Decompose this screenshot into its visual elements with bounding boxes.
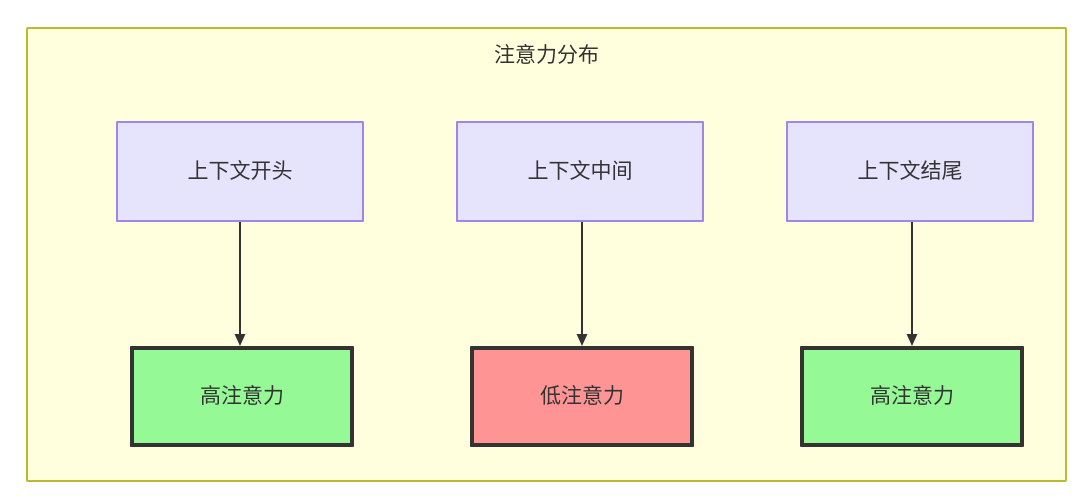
arrow-context-start-to-high-attention <box>234 222 246 346</box>
node-context-middle[interactable]: 上下文中间 <box>456 121 704 222</box>
subgraph-title: 注意力分布 <box>494 44 599 67</box>
node-context-middle-label: 上下文中间 <box>527 159 633 183</box>
node-context-end[interactable]: 上下文结尾 <box>786 121 1034 222</box>
node-context-end-label: 上下文结尾 <box>857 159 963 183</box>
node-high-attention-end[interactable]: 高注意力 <box>800 346 1024 447</box>
node-low-attention-middle[interactable]: 低注意力 <box>470 346 694 447</box>
node-high-attention-start-label: 高注意力 <box>200 384 284 408</box>
node-context-start-label: 上下文开头 <box>187 159 293 183</box>
arrow-context-end-to-high-attention <box>906 222 918 346</box>
node-context-start[interactable]: 上下文开头 <box>116 121 364 222</box>
arrow-context-middle-to-low-attention <box>576 222 588 346</box>
node-high-attention-end-label: 高注意力 <box>870 384 954 408</box>
node-low-attention-middle-label: 低注意力 <box>540 384 624 408</box>
attention-distribution-subgraph: 注意力分布 上下文开头 上下文中间 上下文结尾 高注意力 低 <box>26 27 1067 482</box>
node-high-attention-start[interactable]: 高注意力 <box>130 346 354 447</box>
